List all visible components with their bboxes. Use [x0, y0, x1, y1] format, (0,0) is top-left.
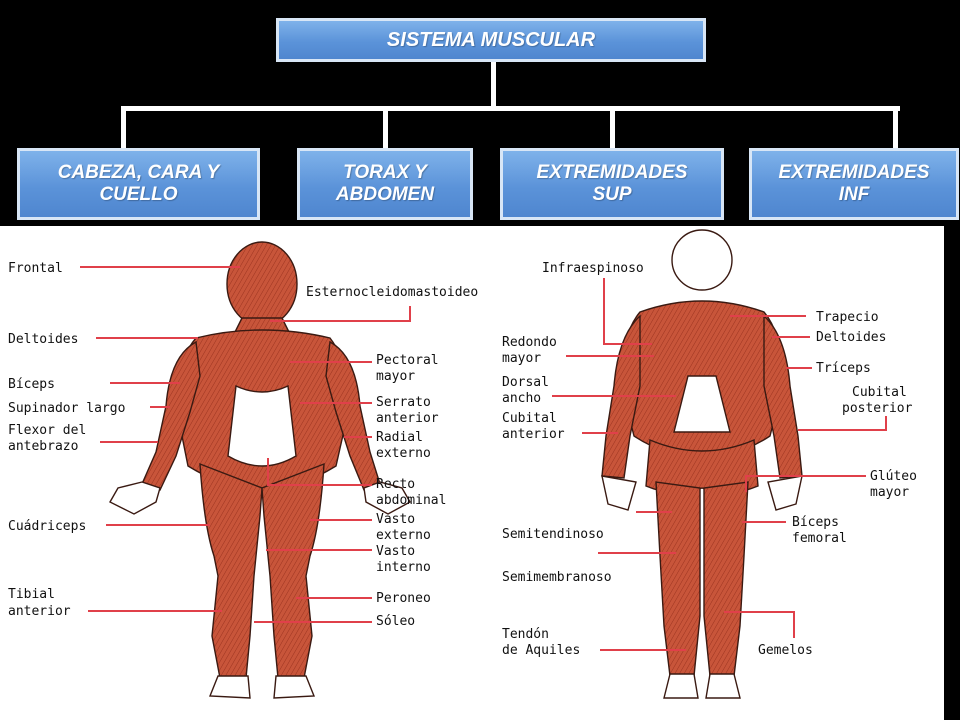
back-head	[671, 229, 733, 291]
label-dorsal-line1: Dorsal	[502, 375, 549, 390]
label-redondo-line2: mayor	[502, 351, 541, 366]
label-cubital-anterior-line2: anterior	[502, 427, 565, 442]
connector-trunk	[491, 62, 496, 109]
figure-right-edge	[944, 226, 960, 720]
label-flexor-line1: Flexor del	[8, 423, 86, 438]
figure-background	[0, 226, 960, 720]
connector-drop-4	[893, 106, 898, 148]
label-cubital-anterior-line1: Cubital	[502, 411, 557, 426]
label-cubital-posterior-line1: Cubital	[852, 385, 907, 400]
front-body	[109, 241, 411, 699]
category-line: EXTREMIDADES	[778, 162, 930, 184]
label-deltoides-back: Deltoides	[816, 330, 886, 345]
label-infraespinoso: Infraespinoso	[542, 261, 644, 276]
label-tendon-line1: Tendón	[502, 627, 549, 642]
title-node: SISTEMA MUSCULAR	[276, 18, 706, 62]
front-hand-left	[109, 481, 161, 515]
label-biceps-femoral-line1: Bíceps	[792, 515, 839, 530]
connector-drop-1	[121, 106, 126, 148]
label-tibial-line2: anterior	[8, 604, 71, 619]
category-line: TORAX Y	[343, 162, 427, 184]
label-radial-line2: externo	[376, 446, 431, 461]
label-recto-line1: Recto	[376, 477, 415, 492]
label-radial-line1: Radial	[376, 430, 423, 445]
category-line: CABEZA, CARA Y	[57, 162, 220, 184]
front-abdomen-skin	[227, 384, 297, 467]
label-flexor-line2: antebrazo	[8, 439, 78, 454]
back-hand-right	[767, 475, 803, 511]
label-peroneo: Peroneo	[376, 591, 431, 606]
front-arm-right	[325, 340, 381, 491]
label-semimembranoso: Semimembranoso	[502, 570, 612, 585]
label-soleo: Sóleo	[376, 614, 415, 629]
front-labels: Frontal Esternocleidomastoideo Deltoides…	[8, 261, 478, 629]
label-biceps: Bíceps	[8, 377, 55, 392]
front-head	[226, 241, 298, 327]
front-leg-right	[261, 462, 325, 679]
label-tendon-line2: de Aquiles	[502, 643, 580, 658]
front-hand-right	[363, 481, 411, 515]
label-esternocleidomastoideo: Esternocleidomastoideo	[306, 285, 478, 300]
label-deltoides: Deltoides	[8, 332, 78, 347]
back-foot-right	[705, 673, 741, 699]
front-foot-right	[273, 675, 316, 699]
front-leg-left	[199, 462, 263, 679]
title-text: SISTEMA MUSCULAR	[386, 28, 596, 51]
label-cuadriceps: Cuádriceps	[8, 519, 86, 534]
leader-line	[745, 475, 866, 492]
leader-line	[270, 306, 411, 322]
label-supinador: Supinador largo	[8, 401, 125, 416]
leader-line	[724, 611, 795, 638]
leader-line	[798, 416, 887, 431]
category-line: ABDOMEN	[335, 184, 435, 205]
back-spine-skin	[673, 375, 731, 433]
leader-line	[603, 278, 652, 345]
front-arm-left	[141, 340, 201, 491]
label-vasto-externo-line1: Vasto	[376, 512, 415, 527]
label-redondo-line1: Redondo	[502, 335, 557, 350]
label-vasto-externo-line2: externo	[376, 528, 431, 543]
front-leader-lines	[80, 266, 411, 623]
category-line: EXTREMIDADES	[536, 162, 688, 184]
back-labels: Infraespinoso Redondo mayor Dorsal ancho…	[502, 261, 917, 658]
back-hand-left	[601, 475, 637, 511]
label-trapecio: Trapecio	[816, 310, 879, 325]
label-dorsal-line2: ancho	[502, 391, 541, 406]
label-semitendinoso: Semitendinoso	[502, 527, 604, 542]
label-vasto-interno-line1: Vasto	[376, 544, 415, 559]
label-serrato-line1: Serrato	[376, 395, 431, 410]
label-serrato-line2: anterior	[376, 411, 439, 426]
label-gluteo-line1: Glúteo	[870, 469, 917, 484]
back-foot-left	[663, 673, 699, 699]
category-line: INF	[838, 184, 870, 205]
category-line: CUELLO	[99, 184, 178, 205]
connector-drop-3	[610, 106, 615, 148]
label-cubital-posterior-line2: posterior	[842, 401, 913, 416]
label-pectoral-line1: Pectoral	[376, 353, 439, 368]
label-pectoral-line2: mayor	[376, 369, 415, 384]
label-recto-line2: abdominal	[376, 493, 446, 508]
back-leader-lines	[552, 278, 887, 651]
back-arm-right	[763, 314, 803, 479]
front-foot-left	[208, 675, 251, 699]
label-biceps-femoral-line2: femoral	[792, 531, 847, 546]
leader-line	[267, 458, 372, 486]
label-vasto-interno-line2: interno	[376, 560, 431, 575]
back-body	[601, 229, 803, 699]
connector-bus	[121, 106, 900, 111]
label-gluteo-line2: mayor	[870, 485, 909, 500]
label-frontal: Frontal	[8, 261, 63, 276]
category-line: SUP	[592, 184, 632, 205]
connector-drop-2	[383, 106, 388, 148]
label-tibial-line1: Tibial	[8, 587, 55, 602]
label-triceps: Tríceps	[816, 361, 871, 376]
label-gemelos: Gemelos	[758, 643, 813, 658]
anatomy-figure: Frontal Esternocleidomastoideo Deltoides…	[0, 226, 960, 720]
